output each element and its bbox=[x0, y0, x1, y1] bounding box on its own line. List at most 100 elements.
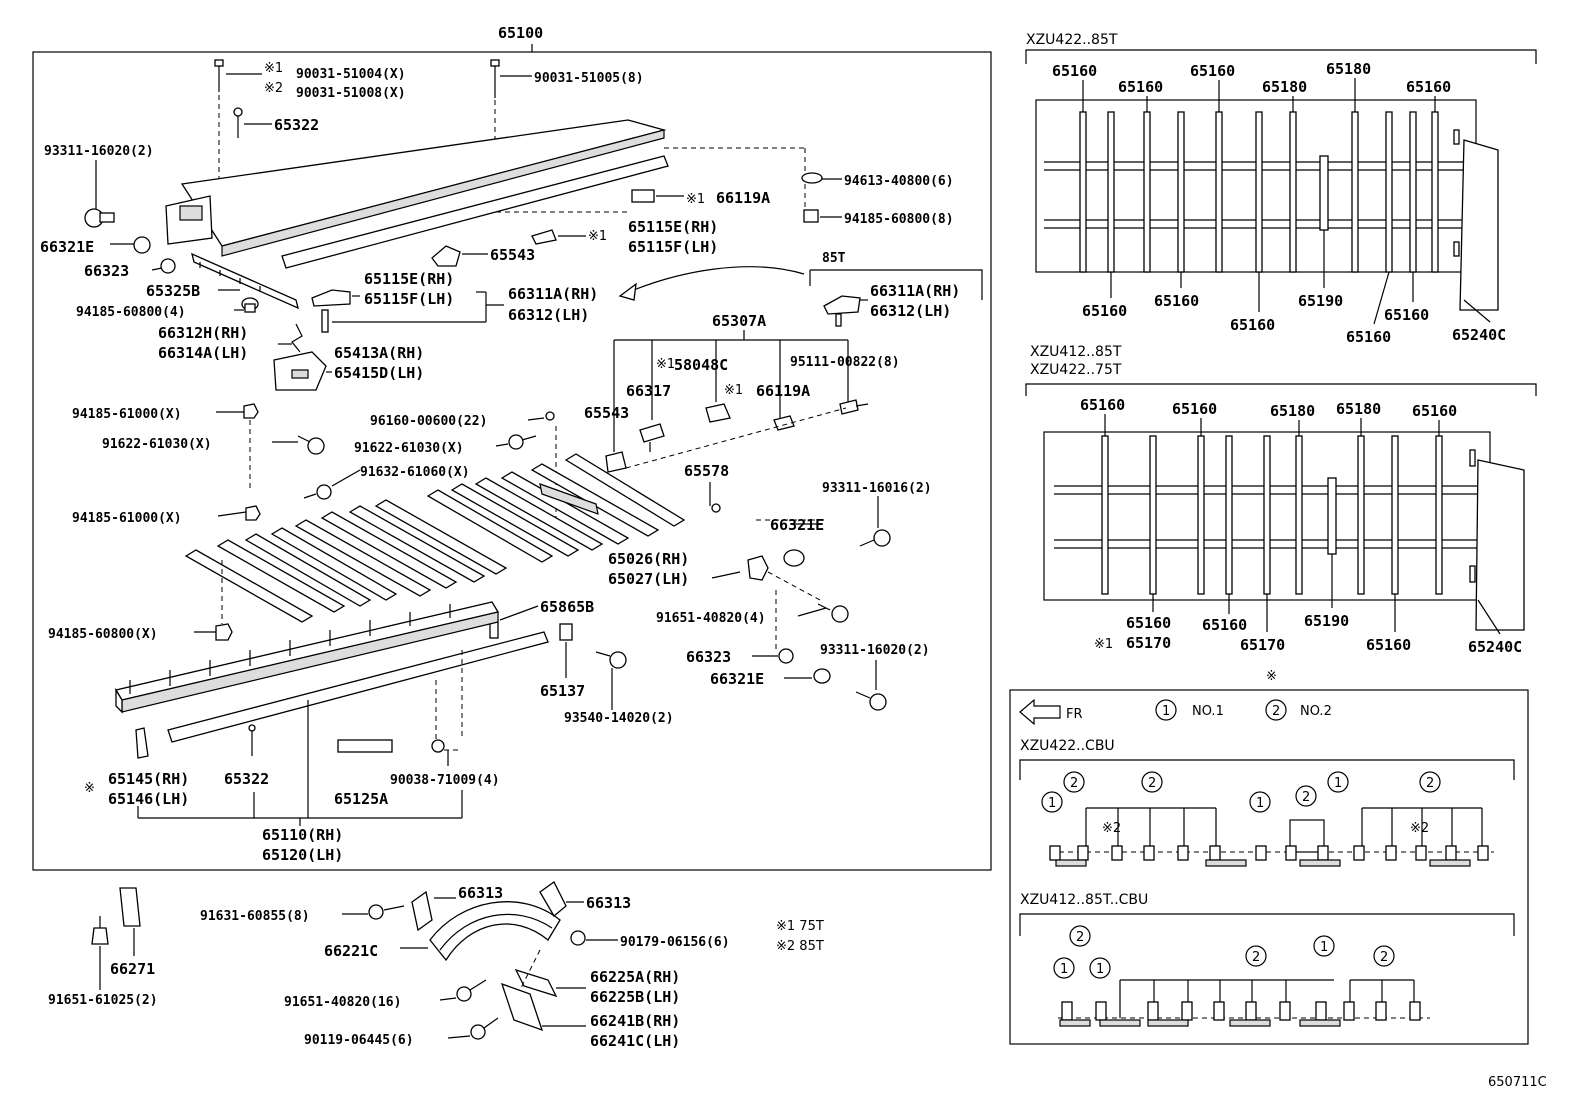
nut-icon bbox=[243, 403, 259, 419]
callout-66313-a: 66313 bbox=[458, 884, 503, 902]
main-assembly-frame bbox=[32, 51, 992, 871]
callout-94613-40800: 94613-40800(6) bbox=[844, 174, 954, 189]
row2-marker-2: 2 bbox=[1373, 945, 1395, 967]
hinge-bracket bbox=[311, 289, 351, 333]
panel-b-bottom-label: 65240C bbox=[1468, 638, 1522, 656]
legend-note1: ※1 75T bbox=[776, 919, 824, 934]
note1-mark: ※1 bbox=[588, 229, 607, 244]
legend-no2: NO.2 bbox=[1300, 704, 1332, 719]
clip-icon bbox=[705, 403, 731, 423]
panel-c-frame bbox=[1009, 689, 1529, 1045]
panel-b-top-label: 65160 bbox=[1080, 396, 1125, 414]
callout-65120: 65120(LH) bbox=[262, 846, 343, 864]
clip-icon bbox=[605, 451, 627, 473]
callout-93311-16016: 93311-16016(2) bbox=[822, 481, 932, 496]
panel-b-note1-mark: ※1 bbox=[1094, 637, 1113, 652]
callout-66312-a: 66312(LH) bbox=[508, 306, 589, 324]
callout-66311A-b: 66311A(RH) bbox=[870, 282, 960, 300]
floor-panel bbox=[180, 119, 669, 269]
svg-text:2: 2 bbox=[1302, 790, 1310, 805]
row2-marker-1: 1 bbox=[1053, 957, 1075, 979]
clip-icon bbox=[631, 189, 655, 203]
diagram-id: 650711C bbox=[1488, 1075, 1547, 1090]
note2-mark: ※2 bbox=[264, 81, 283, 96]
flap-plate-icon bbox=[514, 968, 558, 998]
front-arrow-icon bbox=[1019, 698, 1061, 726]
callout-65137: 65137 bbox=[540, 682, 585, 700]
panel-a-bottom-label: 65160 bbox=[1384, 306, 1429, 324]
callout-66321E-b: 66321E bbox=[770, 516, 824, 534]
callout-91622-a: 91622-61030(X) bbox=[102, 437, 212, 452]
callout-91651-40820-b: 91651-40820(16) bbox=[284, 995, 401, 1010]
panel-a-bottom-label: 65160 bbox=[1154, 292, 1199, 310]
callout-66225B: 66225B(LH) bbox=[590, 988, 680, 1006]
svg-text:1: 1 bbox=[1096, 962, 1104, 977]
clip-icon bbox=[431, 245, 461, 267]
panel-b-bottom-label: 65190 bbox=[1304, 612, 1349, 630]
callout-66321E-a: 66321E bbox=[40, 238, 94, 256]
callout-66225A: 66225A(RH) bbox=[590, 968, 680, 986]
panel-b-bottom-label-extra: 65170 bbox=[1126, 634, 1171, 652]
callout-91631: 91631-60855(8) bbox=[200, 909, 310, 924]
row1-marker-1: 1 bbox=[1249, 791, 1271, 813]
svg-text:1: 1 bbox=[1048, 796, 1056, 811]
corner-bracket-icon bbox=[135, 727, 149, 759]
svg-text:2: 2 bbox=[1148, 776, 1156, 791]
screw-icon bbox=[248, 724, 256, 756]
bracket-plate bbox=[273, 351, 327, 391]
callout-65145: 65145(RH) bbox=[108, 770, 189, 788]
panel-a-bottom-label: 65160 bbox=[1082, 302, 1127, 320]
callout-65413A: 65413A(RH) bbox=[334, 344, 424, 362]
row2-marker-2: 2 bbox=[1245, 945, 1267, 967]
panel-b-top-label: 65180 bbox=[1270, 402, 1315, 420]
svg-text:1: 1 bbox=[1334, 776, 1342, 791]
panel-b-top-label: 65180 bbox=[1336, 400, 1381, 418]
callout-94185-60800-8: 94185-60800(8) bbox=[844, 212, 954, 227]
callout-65115E-b: 65115E(RH) bbox=[364, 270, 454, 288]
callout-90038: 90038-71009(4) bbox=[390, 773, 500, 788]
panel-b-header-2: XZU422..75T bbox=[1030, 362, 1122, 378]
nut-icon bbox=[803, 209, 819, 223]
callout-90119: 90119-06445(6) bbox=[304, 1033, 414, 1048]
bracket-icon bbox=[747, 555, 769, 581]
note1-mark: ※1 bbox=[264, 61, 283, 76]
svg-text:2: 2 bbox=[1252, 950, 1260, 965]
panel-c-row1-layout bbox=[1049, 807, 1494, 867]
callout-94185-61000-b: 94185-61000(X) bbox=[72, 511, 182, 526]
callout-58048C: 58048C bbox=[674, 356, 728, 374]
callout-66119A-top: 66119A bbox=[716, 189, 770, 207]
note1-mark: ※1 bbox=[724, 383, 743, 398]
side-rail bbox=[114, 601, 500, 714]
bolt-icon bbox=[84, 208, 115, 228]
callout-65125A: 65125A bbox=[334, 790, 388, 808]
callout-66317: 66317 bbox=[626, 382, 671, 400]
svg-text:2: 2 bbox=[1426, 776, 1434, 791]
callout-65110: 65110(RH) bbox=[262, 826, 343, 844]
panel-a-top-label: 65180 bbox=[1326, 60, 1371, 78]
panel-b-bottom-label: 65160 bbox=[1366, 636, 1411, 654]
callout-65146: 65146(LH) bbox=[108, 790, 189, 808]
clip-icon bbox=[531, 229, 557, 245]
panel-b-bottom-label: 65160 bbox=[1202, 616, 1247, 634]
panel-a-frame-top-view bbox=[1035, 99, 1499, 311]
svg-text:2: 2 bbox=[1070, 776, 1078, 791]
callout-65307A: 65307A bbox=[712, 312, 766, 330]
front-label: FR bbox=[1066, 707, 1083, 722]
bracket-icon bbox=[559, 623, 573, 641]
callout-66271: 66271 bbox=[110, 960, 155, 978]
panel-c-note-mark: ※ bbox=[1266, 669, 1277, 684]
mud-flap-icon bbox=[500, 982, 544, 1032]
callout-66311A-a: 66311A(RH) bbox=[508, 285, 598, 303]
callout-95111-00822: 95111-00822(8) bbox=[790, 355, 900, 370]
panel-a-bottom-label: 65160 bbox=[1346, 328, 1391, 346]
washer-icon bbox=[801, 172, 823, 184]
pin-icon bbox=[545, 411, 555, 421]
callout-94185-61000-a: 94185-61000(X) bbox=[72, 407, 182, 422]
callout-85T: 85T bbox=[822, 251, 846, 266]
callout-65115E-a: 65115E(RH) bbox=[628, 218, 718, 236]
panel-c-row2-layout bbox=[1058, 979, 1430, 1027]
bushing-icon bbox=[783, 549, 805, 567]
nut-icon bbox=[245, 505, 261, 521]
svg-text:2: 2 bbox=[1380, 950, 1388, 965]
